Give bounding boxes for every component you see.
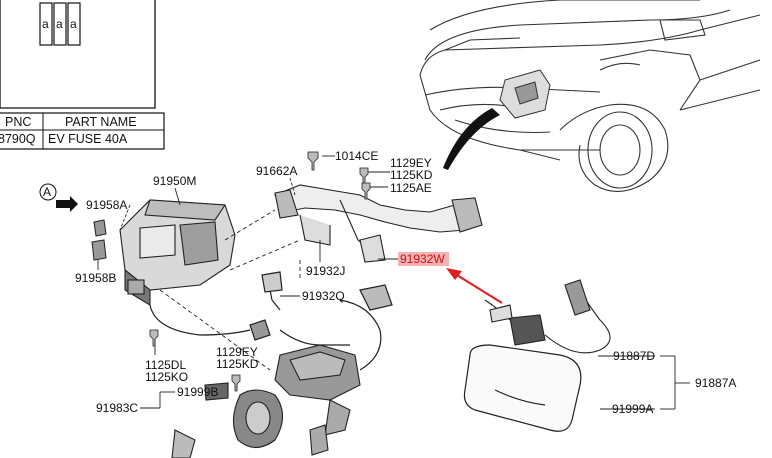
label-91887A[interactable]: 91887A xyxy=(695,376,736,390)
car-charge-port-detail xyxy=(499,69,551,119)
view-marker-label: A xyxy=(43,185,51,199)
label-1125AE[interactable]: 1125AE xyxy=(390,181,432,195)
highlight-arrow xyxy=(446,268,503,304)
parts-table: PNC PART NAME 8790Q EV FUSE 40A xyxy=(0,112,165,150)
portable-charger-cable xyxy=(484,279,611,354)
fuse-label-1: a xyxy=(42,17,49,31)
highlighted-part-background xyxy=(398,252,449,266)
car-illustration xyxy=(419,0,761,192)
label-1125KD-top[interactable]: 1125KD xyxy=(390,168,433,182)
label-1014CE[interactable]: 1014CE xyxy=(335,149,378,163)
table-cell-pnc: 8790Q xyxy=(0,132,36,146)
label-1125KD-low[interactable]: 1125KD xyxy=(216,357,259,371)
label-91958A[interactable]: 91958A xyxy=(86,198,127,212)
label-91983C[interactable]: 91983C xyxy=(96,401,138,415)
label-1129EY-top[interactable]: 1129EY xyxy=(390,156,432,170)
table-cell-part-name: EV FUSE 40A xyxy=(48,132,128,146)
view-marker: A xyxy=(39,183,78,212)
part-labels: 1014CE 1129EY 1125KD 1125AE 91662A 91950… xyxy=(75,149,736,416)
table-header-pnc: PNC xyxy=(5,115,31,129)
bolt-icons xyxy=(149,151,371,392)
label-91999B[interactable]: 91999B xyxy=(177,385,218,399)
charging-harness xyxy=(274,184,483,263)
grommets xyxy=(91,219,107,261)
fuse-label-3: a xyxy=(70,17,77,31)
label-1125KO[interactable]: 1125KO xyxy=(145,370,188,384)
label-91932J[interactable]: 91932J xyxy=(306,264,345,278)
charger-storage-bag xyxy=(463,344,582,432)
junction-block xyxy=(171,344,361,458)
onboard-charger xyxy=(119,199,236,306)
label-91958B[interactable]: 91958B xyxy=(75,271,116,285)
label-1129EY-low[interactable]: 1129EY xyxy=(216,345,258,359)
label-91999A[interactable]: 91999A xyxy=(612,402,653,416)
callout-pointer xyxy=(443,108,500,170)
label-91887D[interactable]: 91887D xyxy=(613,349,655,363)
table-header-part-name: PART NAME xyxy=(65,115,137,129)
fuse-label-2: a xyxy=(56,17,63,31)
label-91932Q[interactable]: 91932Q xyxy=(302,289,345,303)
label-91950M[interactable]: 91950M xyxy=(153,174,196,188)
legend-frame: a a a xyxy=(0,0,156,109)
lower-harness xyxy=(149,271,393,371)
label-1125DL[interactable]: 1125DL xyxy=(145,358,186,372)
label-91932W[interactable]: 91932W xyxy=(400,252,445,266)
fuse-symbols: a a a xyxy=(39,2,81,46)
label-91662A[interactable]: 91662A xyxy=(256,164,297,178)
